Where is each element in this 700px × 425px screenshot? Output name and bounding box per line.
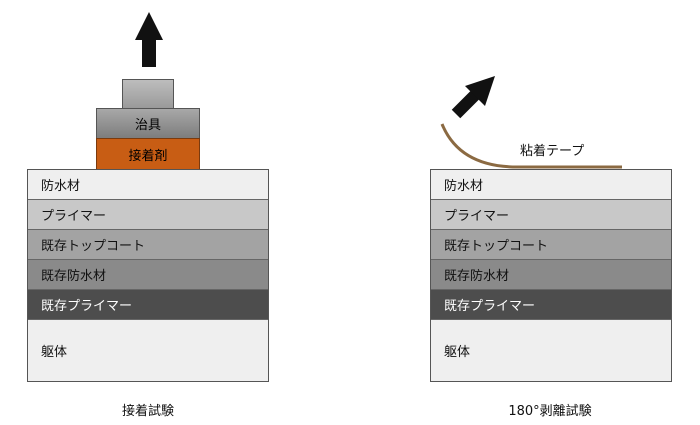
layer-label: 既存トップコート	[444, 239, 549, 254]
left-layer-stack: 防水材 プライマー 既存トップコート 既存防水材 既存プライマー 躯体	[27, 169, 269, 382]
layer-substrate: 躯体	[28, 320, 268, 381]
layer-primer: プライマー	[28, 200, 268, 230]
pull-up-arrow-icon	[135, 12, 163, 67]
layer-label: 既存プライマー	[444, 299, 536, 314]
layer-label: プライマー	[444, 209, 510, 224]
layer-label: 既存トップコート	[41, 239, 146, 254]
layer-waterproof: 防水材	[431, 170, 671, 200]
peel-direction-arrow-icon	[451, 76, 495, 119]
right-layer-stack: 防水材 プライマー 既存トップコート 既存防水材 既存プライマー 躯体	[430, 169, 672, 382]
layer-existing-waterproof: 既存防水材	[28, 260, 268, 290]
layer-existing-waterproof: 既存防水材	[431, 260, 671, 290]
layer-label: 既存防水材	[444, 269, 510, 284]
layer-substrate: 躯体	[431, 320, 671, 381]
layer-existing-topcoat: 既存トップコート	[28, 230, 268, 260]
jig: 治具	[96, 108, 200, 139]
right-caption: 180°剥離試験	[508, 404, 592, 419]
adhesive: 接着剤	[96, 138, 200, 170]
jig-head	[122, 79, 174, 109]
layer-label: プライマー	[41, 209, 107, 224]
jig-label: 治具	[134, 118, 161, 133]
layer-primer: プライマー	[431, 200, 671, 230]
layer-label: 躯体	[41, 345, 68, 360]
layer-existing-topcoat: 既存トップコート	[431, 230, 671, 260]
layer-waterproof: 防水材	[28, 170, 268, 200]
layer-label: 既存防水材	[41, 269, 107, 284]
layer-label: 防水材	[41, 179, 81, 194]
adhesive-label: 接着剤	[128, 148, 168, 164]
layer-label: 既存プライマー	[41, 299, 133, 314]
layer-label: 防水材	[444, 179, 484, 194]
peeled-tape	[440, 123, 622, 169]
left-caption: 接着試験	[121, 404, 174, 419]
layer-existing-primer: 既存プライマー	[431, 290, 671, 320]
layer-label: 躯体	[444, 345, 471, 360]
layer-existing-primer: 既存プライマー	[28, 290, 268, 320]
tape-label: 粘着テープ	[520, 144, 585, 159]
